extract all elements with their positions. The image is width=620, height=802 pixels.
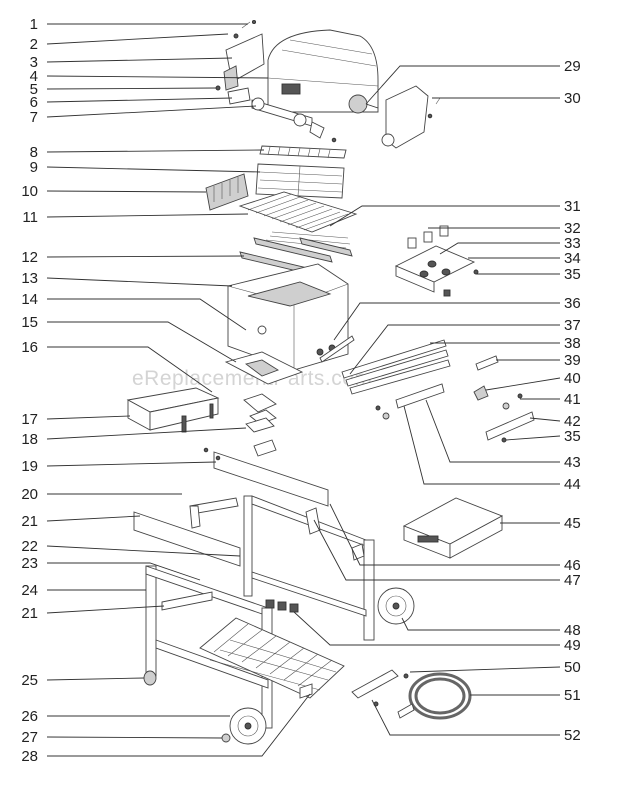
callout-33: 33 (564, 235, 581, 252)
callout-7: 7 (30, 109, 38, 126)
rear-rail-part (305, 507, 365, 561)
callout-40: 40 (564, 370, 581, 387)
handle-bracket-part (223, 21, 265, 91)
callout-2: 2 (30, 36, 38, 53)
callout-9: 9 (30, 159, 38, 176)
callout-20: 20 (21, 486, 38, 503)
callout-34: 34 (564, 250, 581, 267)
callout-36: 36 (564, 295, 581, 312)
thermometer-part (348, 94, 379, 114)
callout-26: 26 (21, 708, 38, 725)
callout-50: 50 (564, 659, 581, 676)
cookbox-part (227, 263, 349, 371)
lid-part (267, 29, 379, 113)
callout-38: 38 (564, 335, 581, 352)
callout-48: 48 (564, 622, 581, 639)
callout-47: 47 (564, 572, 581, 589)
callout-16: 16 (21, 339, 38, 356)
manifold-part (375, 355, 535, 443)
callout-23: 23 (21, 555, 38, 572)
callout-51: 51 (564, 687, 581, 704)
callout-52: 52 (564, 727, 581, 744)
control-panel-part (394, 225, 479, 297)
callout-35-lower: 35 (564, 428, 581, 445)
gas-hose-part (351, 669, 472, 720)
callout-32: 32 (564, 220, 581, 237)
side-tray-part (402, 497, 504, 559)
callout-43: 43 (564, 454, 581, 471)
callout-28: 28 (21, 748, 38, 765)
callout-41: 41 (564, 391, 581, 408)
flavorizer-bars-part (238, 191, 358, 249)
callout-3: 3 (30, 54, 38, 71)
callout-5: 5 (30, 81, 38, 98)
callout-30: 30 (564, 90, 581, 107)
callout-21-lower: 21 (21, 605, 38, 622)
front-panel-part (203, 447, 329, 507)
left-callouts: 1 2 3 4 5 6 7 8 9 10 11 12 13 14 15 16 1… (21, 16, 38, 765)
wheel-part (143, 587, 415, 745)
right-callouts: 29 30 31 32 33 34 35 36 37 38 39 40 41 4… (564, 58, 581, 744)
callout-35-upper: 35 (564, 266, 581, 283)
cart-frame-part (133, 495, 375, 729)
callout-45: 45 (564, 515, 581, 532)
callout-49: 49 (564, 637, 581, 654)
callout-29: 29 (564, 58, 581, 75)
callout-12: 12 (21, 249, 38, 266)
callout-18: 18 (21, 431, 38, 448)
callout-17: 17 (21, 411, 38, 428)
callout-22: 22 (21, 538, 38, 555)
callout-39: 39 (564, 352, 581, 369)
callout-8: 8 (30, 144, 38, 161)
callout-11: 11 (22, 209, 38, 226)
callout-27: 27 (21, 729, 38, 746)
callout-6: 6 (30, 94, 38, 111)
burner-tubes-part (319, 335, 451, 409)
callout-4: 4 (30, 68, 38, 85)
catch-pan-part (245, 417, 277, 457)
callout-37: 37 (564, 317, 581, 334)
callout-46: 46 (564, 557, 581, 574)
side-table-part (126, 387, 220, 433)
callout-15: 15 (21, 314, 38, 331)
callout-14: 14 (21, 291, 38, 308)
callout-21-upper: 21 (21, 513, 38, 530)
callout-13: 13 (21, 270, 38, 287)
right-handle-part (381, 85, 441, 149)
leader-lines (46, 23, 561, 757)
callout-24: 24 (21, 582, 38, 599)
lid-handle-part (227, 87, 337, 143)
callout-1: 1 (30, 16, 38, 33)
callout-10: 10 (21, 183, 38, 200)
callout-25: 25 (21, 672, 38, 689)
callout-42: 42 (564, 413, 581, 430)
bottom-tray-part (224, 351, 304, 425)
cooking-grates-part (255, 145, 347, 199)
warming-rack-part (205, 173, 249, 211)
watermark: eReplacementParts.com (132, 367, 372, 390)
callout-19: 19 (21, 458, 38, 475)
callout-44: 44 (564, 476, 581, 493)
callout-31: 31 (564, 198, 581, 215)
